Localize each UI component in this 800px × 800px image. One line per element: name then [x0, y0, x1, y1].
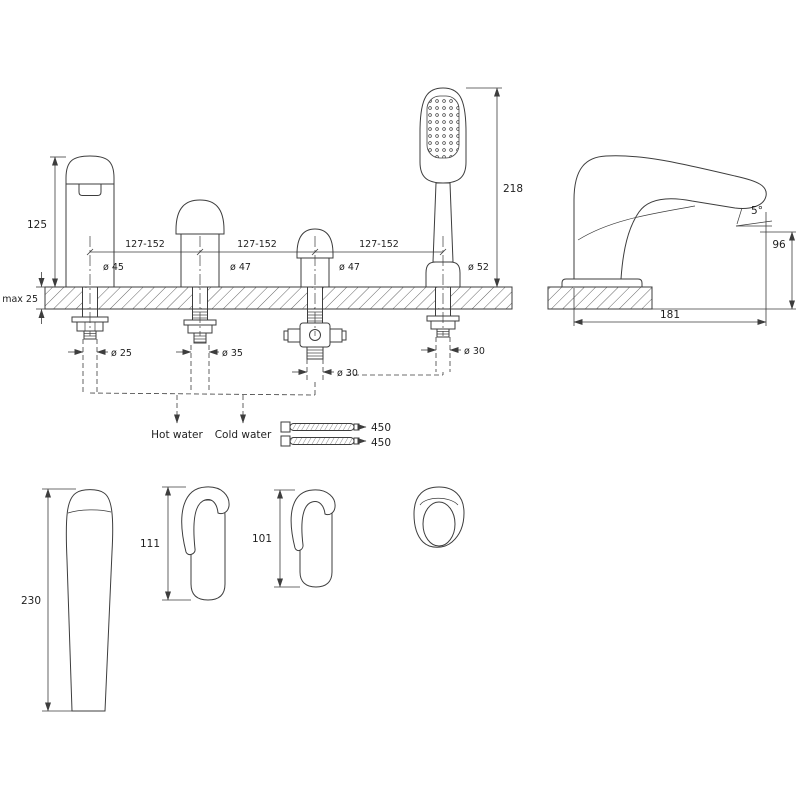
dim-spout-angle: 5° — [751, 205, 763, 217]
spout-outlet-line — [736, 207, 743, 225]
shower-holder-part-view — [413, 486, 465, 548]
dim-deck-max: max 25 — [2, 294, 38, 305]
dim-shower-dia: ø 52 — [468, 262, 489, 273]
handle2-part-view: 101 — [252, 489, 336, 588]
hand-shower-front — [419, 87, 467, 288]
hose1-length-label: 450 — [371, 422, 391, 434]
dim-spout-dia: ø 45 — [103, 262, 124, 273]
front-view: 125 max 25 127-152 127-152 127-152 ø 45 … — [2, 87, 523, 449]
spout-aerator — [78, 183, 102, 196]
front-dimensions — [36, 87, 502, 336]
spout-front — [65, 155, 115, 288]
dim-spacing-1: 127-152 — [125, 239, 165, 250]
dim-handle2-part-length: 101 — [252, 533, 272, 545]
handle1-part-view: 111 — [140, 486, 230, 601]
dim-spout-part-length: 230 — [21, 595, 41, 607]
part-views: 230 111 101 — [21, 486, 465, 712]
side-view: 5° 96 181 — [547, 155, 796, 326]
dim-handle1-dia: ø 47 — [230, 262, 251, 273]
dim-spacing-3: 127-152 — [359, 239, 399, 250]
dim-valve-hole: ø 30 — [337, 368, 358, 379]
shower-spray-face — [426, 95, 460, 159]
centerlines — [89, 236, 444, 336]
hot-water-label: Hot water — [151, 429, 203, 441]
dim-shower-height: 218 — [503, 183, 523, 195]
routing-dashed-lines — [89, 372, 444, 424]
dim-handle1-hole: ø 35 — [222, 348, 243, 359]
spout-tail — [68, 308, 109, 393]
hose2-length-label: 450 — [371, 437, 391, 449]
spout-part-view: 230 — [21, 488, 114, 712]
dim-spout-height: 125 — [27, 219, 47, 231]
base-plate-side — [561, 278, 643, 288]
lever-profile-line — [577, 205, 696, 241]
shower-tail — [421, 308, 461, 372]
handle1-tail — [176, 308, 219, 393]
angle-mark — [735, 220, 773, 227]
spout-profile — [573, 155, 767, 280]
flex-hoses — [280, 421, 367, 447]
deck-side — [547, 286, 653, 310]
dim-shower-hole: ø 30 — [464, 346, 485, 357]
dim-outlet-height: 96 — [772, 239, 786, 251]
dim-base-length: 181 — [660, 309, 680, 321]
hose-1 — [289, 423, 355, 431]
dim-spout-hole: ø 25 — [111, 348, 132, 359]
deck-front — [44, 286, 513, 310]
cold-water-label: Cold water — [215, 429, 272, 441]
dim-handle2-dia: ø 47 — [339, 262, 360, 273]
dim-spacing-2: 127-152 — [237, 239, 277, 250]
dim-handle1-part-length: 111 — [140, 538, 160, 550]
hose-2 — [289, 437, 355, 445]
